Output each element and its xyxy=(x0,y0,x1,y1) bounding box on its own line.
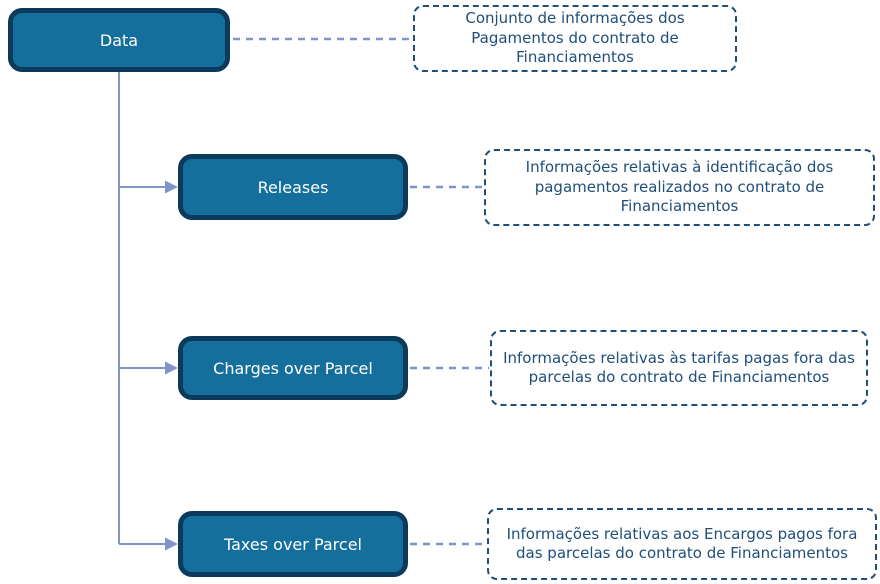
annotation-taxes: Informações relativas aos Encargos pagos… xyxy=(487,508,877,580)
node-taxes-label: Taxes over Parcel xyxy=(224,534,362,554)
annotation-charges: Informações relativas às tarifas pagas f… xyxy=(490,330,868,406)
annotation-taxes-text: Informações relativas aos Encargos pagos… xyxy=(506,524,858,563)
annotation-data-text: Conjunto de informações dos Pagamentos d… xyxy=(465,9,685,67)
annotation-releases-text: Informações relativas à identificação do… xyxy=(525,158,834,216)
node-charges-label: Charges over Parcel xyxy=(213,358,373,378)
node-data-label: Data xyxy=(99,30,139,50)
annotation-charges-text: Informações relativas às tarifas pagas f… xyxy=(503,348,855,387)
node-releases-label: Releases xyxy=(257,177,329,197)
node-taxes-over-parcel: Taxes over Parcel xyxy=(178,511,408,577)
arrowhead-releases-icon xyxy=(165,180,178,194)
arrowhead-charges-icon xyxy=(165,361,178,375)
annotation-data: Conjunto de informações dos Pagamentos d… xyxy=(413,5,737,72)
annotation-releases: Informações relativas à identificação do… xyxy=(484,149,875,226)
node-data: Data xyxy=(8,8,230,72)
node-releases: Releases xyxy=(178,154,408,220)
arrowhead-taxes-icon xyxy=(165,537,178,551)
node-charges-over-parcel: Charges over Parcel xyxy=(178,336,408,400)
